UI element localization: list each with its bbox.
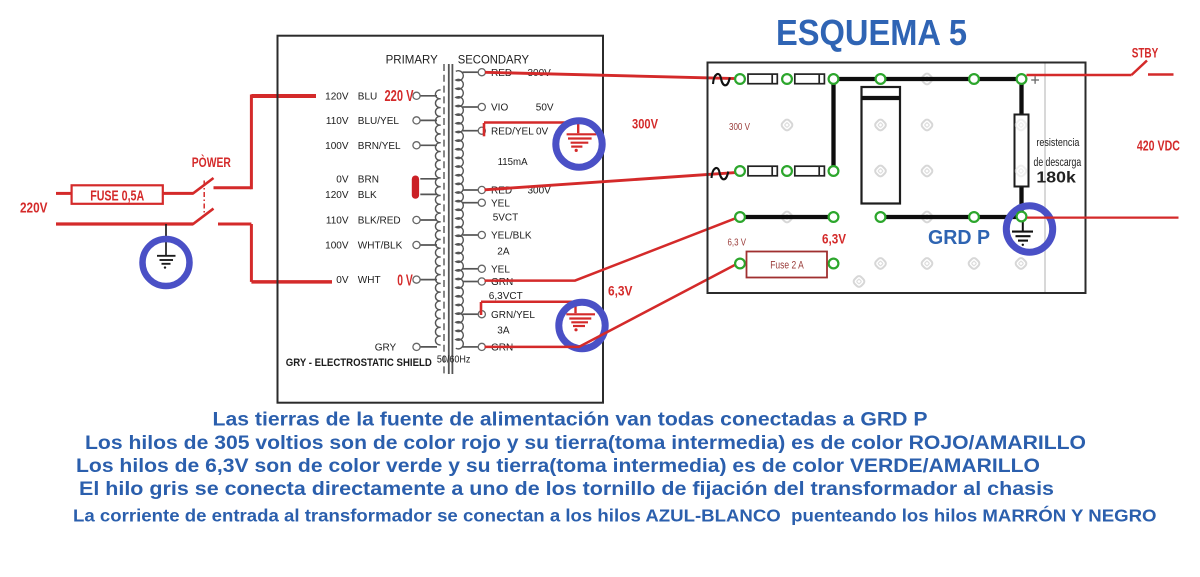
svg-text:6,3 V: 6,3 V <box>728 238 747 249</box>
svg-text:de descarga: de descarga <box>1034 157 1082 169</box>
svg-text:WHT: WHT <box>358 275 381 286</box>
svg-text:WHT/BLK: WHT/BLK <box>358 241 403 252</box>
svg-text:110V: 110V <box>326 216 349 227</box>
svg-text:Las tierras de la fuente de al: Las tierras de la fuente de alimentación… <box>213 408 928 430</box>
svg-text:300V: 300V <box>528 186 552 197</box>
svg-text:GRN/YEL: GRN/YEL <box>491 310 535 321</box>
svg-text:6,3VCT: 6,3VCT <box>489 291 523 302</box>
svg-text:0V: 0V <box>536 126 549 137</box>
svg-text:110V: 110V <box>326 116 349 127</box>
svg-text:RED/YEL: RED/YEL <box>491 126 534 137</box>
svg-text:YEL: YEL <box>491 198 510 209</box>
svg-text:180k: 180k <box>1036 169 1076 186</box>
svg-text:3A: 3A <box>497 326 510 337</box>
svg-text:50V: 50V <box>536 103 554 114</box>
svg-text:BLU/YEL: BLU/YEL <box>358 116 400 127</box>
svg-text:GRD P: GRD P <box>928 227 990 249</box>
svg-text:GRN: GRN <box>491 277 513 288</box>
svg-text:Fuse 2 A: Fuse 2 A <box>770 260 804 272</box>
svg-text:6,3V: 6,3V <box>608 283 633 299</box>
svg-text:2A: 2A <box>497 247 510 258</box>
svg-text:6,3V: 6,3V <box>822 231 847 247</box>
svg-text:PÒWER: PÒWER <box>192 153 231 170</box>
svg-text:115mA: 115mA <box>498 156 528 168</box>
svg-text:0V: 0V <box>336 275 349 286</box>
svg-text:resistencia: resistencia <box>1036 137 1080 149</box>
svg-text:STBY: STBY <box>1132 45 1159 61</box>
svg-text:BRN/YEL: BRN/YEL <box>358 141 401 152</box>
svg-text:El hilo gris se conecta direct: El hilo gris se conecta directamente a u… <box>79 478 1054 500</box>
svg-text:120V: 120V <box>325 91 349 102</box>
svg-text:300V: 300V <box>632 116 658 131</box>
svg-text:100V: 100V <box>325 141 349 152</box>
svg-text:100V: 100V <box>325 241 349 252</box>
svg-text:SECONDARY: SECONDARY <box>458 55 530 67</box>
svg-text:YEL: YEL <box>491 264 510 275</box>
svg-text:ESQUEMA 5: ESQUEMA 5 <box>776 12 967 53</box>
svg-text:Los hilos de 6,3V son de color: Los hilos de 6,3V son de color verde y s… <box>76 455 1040 477</box>
svg-text:220V: 220V <box>20 201 48 217</box>
svg-text:BLK/RED: BLK/RED <box>358 216 401 227</box>
svg-text:BLK: BLK <box>358 190 377 201</box>
svg-text:BRN: BRN <box>358 174 379 185</box>
svg-text:420 VDC: 420 VDC <box>1137 138 1180 155</box>
svg-text:5VCT: 5VCT <box>493 213 519 224</box>
svg-text:PRIMARY: PRIMARY <box>386 55 439 67</box>
svg-text:FUSE 0,5A: FUSE 0,5A <box>90 187 144 204</box>
svg-text:300 V: 300 V <box>729 121 750 133</box>
svg-text:GRY - ELECTROSTATIC SHIELD: GRY - ELECTROSTATIC SHIELD <box>286 357 432 369</box>
svg-text:120V: 120V <box>325 190 349 201</box>
svg-text:Los hilos de 305 voltios son d: Los hilos de 305 voltios son de color ro… <box>85 432 1086 454</box>
svg-text:La corriente de entrada al tra: La corriente de entrada al transformador… <box>73 504 1157 525</box>
svg-text:RED: RED <box>491 186 512 197</box>
svg-text:220 V: 220 V <box>385 88 414 105</box>
svg-text:0 V: 0 V <box>397 272 413 289</box>
svg-text:GRY: GRY <box>375 343 397 354</box>
svg-text:YEL/BLK: YEL/BLK <box>491 231 532 242</box>
svg-text:50/60Hz: 50/60Hz <box>437 354 471 365</box>
svg-text:VIO: VIO <box>491 103 508 114</box>
svg-text:0V: 0V <box>336 174 349 185</box>
svg-text:BLU: BLU <box>358 91 377 102</box>
